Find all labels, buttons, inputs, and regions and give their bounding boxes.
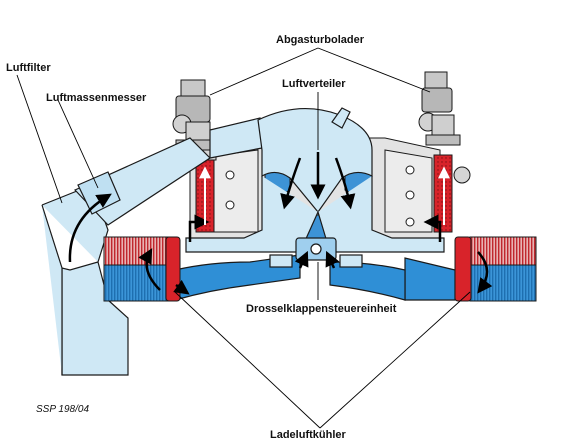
intercooler-left bbox=[103, 236, 181, 302]
label-luftfilter: Luftfilter bbox=[6, 62, 51, 74]
figure-reference: SSP 198/04 bbox=[36, 404, 90, 415]
exhaust-flow-arrows bbox=[199, 166, 450, 225]
turbocharger-left bbox=[172, 79, 217, 161]
turbocharger-right bbox=[418, 71, 471, 184]
leader-lines bbox=[16, 47, 471, 429]
air-filter-duct bbox=[41, 117, 263, 376]
label-luftmassenmesser: Luftmassenmesser bbox=[46, 92, 147, 104]
label-abgasturbolader: Abgasturbolader bbox=[276, 34, 365, 46]
label-drosselklappensteuereinheit: Drosselklappensteuereinheit bbox=[246, 303, 397, 315]
label-ladeluftkuehler: Ladeluftkühler bbox=[270, 429, 346, 441]
flow-arrows bbox=[68, 152, 493, 295]
intercooler-right bbox=[454, 236, 537, 302]
label-luftverteiler: Luftverteiler bbox=[282, 78, 346, 90]
